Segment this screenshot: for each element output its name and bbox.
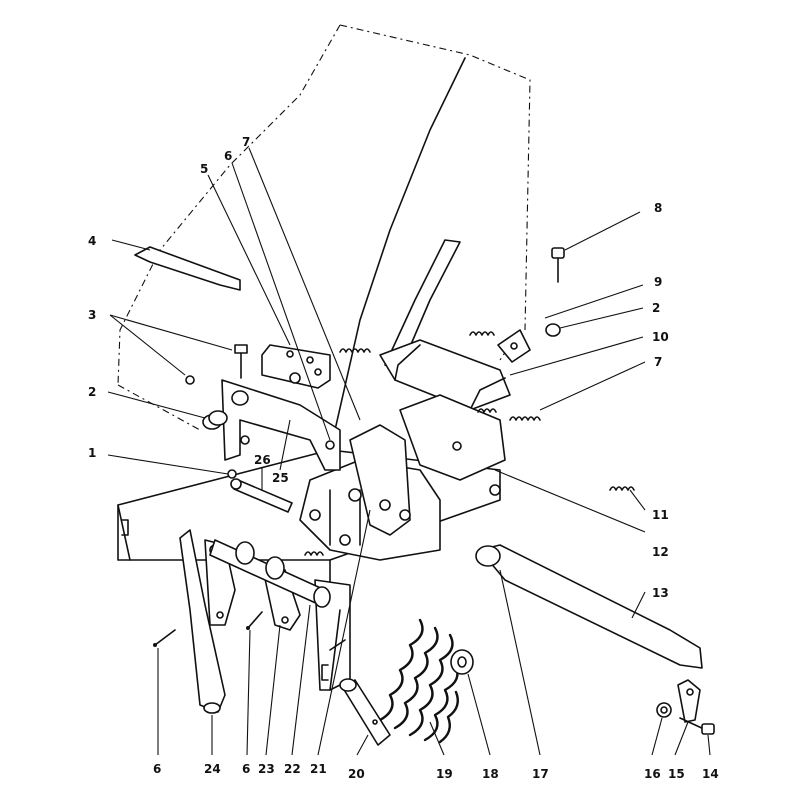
- callout-2-left: 2: [88, 385, 96, 399]
- nut-part-16: [656, 702, 672, 718]
- callout-10: 10: [652, 330, 669, 344]
- callout-6-bottom-center: 6: [242, 762, 250, 776]
- pedal-lever: [179, 529, 226, 714]
- callout-15: 15: [668, 767, 685, 781]
- pad-cushion: [379, 339, 511, 411]
- cross-shaft-part-22: [209, 539, 331, 608]
- spring-part-7-right: [509, 416, 541, 421]
- callout-21: 21: [310, 762, 327, 776]
- spring-small-top: [339, 348, 371, 353]
- cotter-pin-left: [153, 629, 176, 647]
- callout-labels: 1 2 2 3 4 5 6 6 6 7 7 8 9 10 11 12 13 14…: [88, 135, 719, 781]
- callout-25: 25: [272, 471, 289, 485]
- callout-2-right: 2: [652, 301, 660, 315]
- tow-bar: [475, 544, 703, 669]
- bushing-right: [545, 323, 561, 337]
- nut-part-3: [185, 375, 195, 385]
- callout-12: 12: [652, 545, 669, 559]
- spring-part-11: [609, 486, 635, 491]
- callout-23: 23: [258, 762, 275, 776]
- bolt-part-3: [234, 344, 248, 379]
- callout-24: 24: [204, 762, 221, 776]
- callout-7-right: 7: [654, 355, 662, 369]
- spring-lower-left: [304, 551, 324, 556]
- callout-13: 13: [652, 586, 669, 600]
- small-plate-part-9: [497, 329, 531, 363]
- compression-spring: [378, 618, 459, 744]
- callout-20: 20: [348, 767, 365, 781]
- callout-6-bottom-left: 6: [153, 762, 161, 776]
- leader-lines: [107, 147, 711, 756]
- clevis-part-15: [677, 679, 701, 723]
- callout-8: 8: [654, 201, 662, 215]
- bolt-part-8: [551, 247, 565, 283]
- bolt-part-14: [679, 717, 715, 735]
- spring-part-12: [477, 408, 497, 413]
- callout-4: 4: [88, 234, 96, 248]
- callout-17: 17: [532, 767, 549, 781]
- bushing-center: [231, 390, 249, 406]
- callout-11: 11: [652, 508, 669, 522]
- callout-14: 14: [702, 767, 719, 781]
- callout-16: 16: [644, 767, 661, 781]
- callout-7-top: 7: [242, 135, 250, 149]
- callout-5: 5: [200, 162, 208, 176]
- callout-9: 9: [654, 275, 662, 289]
- callout-19: 19: [436, 767, 453, 781]
- cotter-pin-center: [246, 611, 263, 630]
- callout-6-top: 6: [224, 149, 232, 163]
- callout-3: 3: [88, 308, 96, 322]
- pin-part-26: [230, 478, 293, 513]
- washer-part-18: [450, 649, 474, 675]
- pin-part-20: [339, 678, 391, 746]
- center-bracket-assembly: [299, 394, 506, 561]
- callout-22: 22: [284, 762, 301, 776]
- seat-mount-bracket: [221, 379, 341, 471]
- spring-small-right-top: [469, 331, 495, 336]
- washer-part-1: [227, 469, 237, 479]
- callout-1: 1: [88, 446, 96, 460]
- callout-26: 26: [254, 453, 271, 467]
- callout-18: 18: [482, 767, 499, 781]
- flat-bar: [134, 246, 241, 291]
- bushing-left: [202, 410, 228, 430]
- small-bracket-plate: [261, 344, 331, 389]
